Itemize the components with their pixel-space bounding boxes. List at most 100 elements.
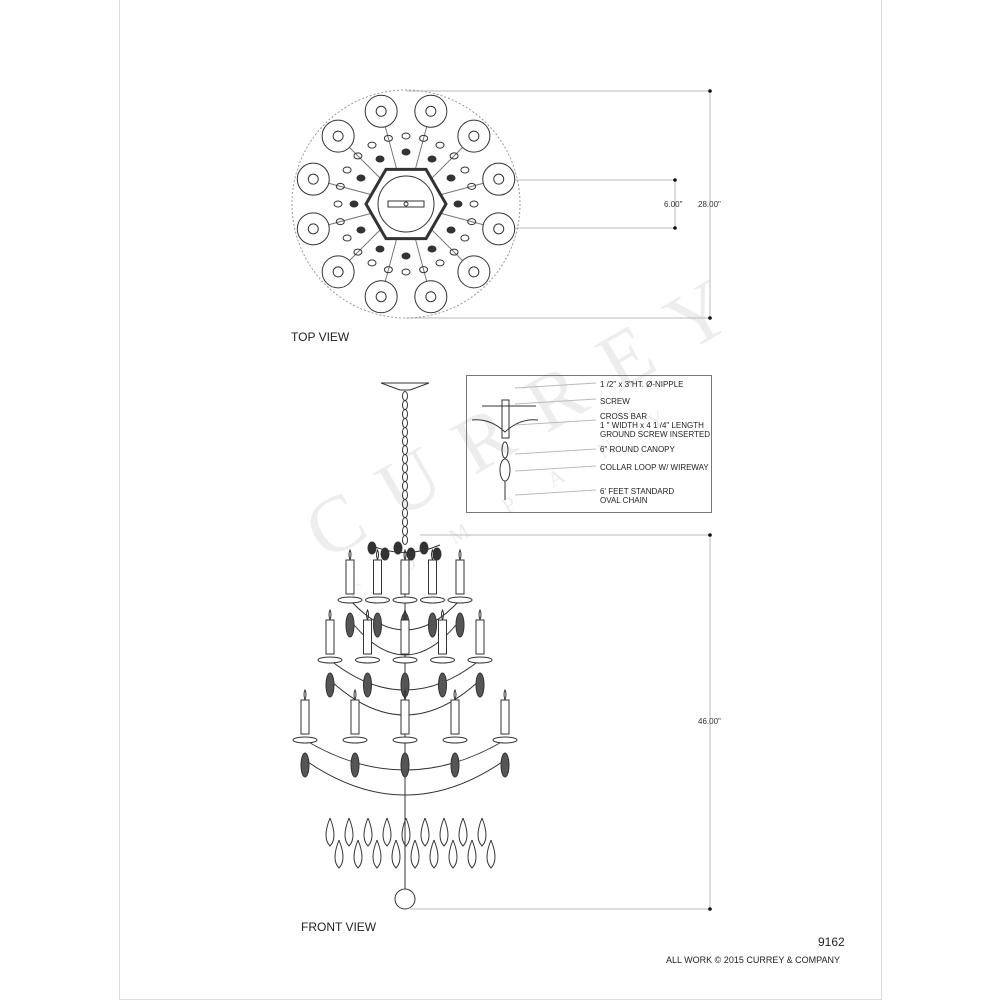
candle-flame xyxy=(353,688,357,701)
bobeche xyxy=(442,736,468,744)
teardrop-crystal xyxy=(429,839,439,869)
crystal xyxy=(375,245,385,253)
model-number: 9162 xyxy=(818,935,845,949)
candle xyxy=(400,619,410,655)
crystal xyxy=(446,226,456,234)
bead xyxy=(342,234,352,242)
candle xyxy=(450,699,460,735)
leader-line xyxy=(514,382,597,389)
chain-link xyxy=(402,535,408,545)
bobeche xyxy=(365,596,390,604)
bead xyxy=(335,218,345,226)
bead xyxy=(449,248,459,256)
collar-loop xyxy=(501,441,509,459)
bobeche xyxy=(467,656,493,664)
callout-collar-loop: COLLAR LOOP W/ WIREWAY xyxy=(600,463,709,472)
bobeche-disc xyxy=(321,119,355,153)
bobeche-disc xyxy=(482,162,516,196)
front-view-drawing xyxy=(292,382,518,910)
crystal xyxy=(356,174,366,182)
chain-link xyxy=(402,472,408,482)
candle-cup xyxy=(493,173,505,185)
crystal xyxy=(349,200,359,208)
teardrop-crystal xyxy=(372,839,382,869)
chain-link xyxy=(402,445,408,455)
bead xyxy=(342,166,352,174)
candle-flame xyxy=(403,688,407,701)
bobeche xyxy=(447,596,473,604)
bead xyxy=(460,166,470,174)
bead xyxy=(460,234,470,242)
bobeche xyxy=(492,736,518,744)
bobeche-disc xyxy=(321,255,355,289)
crystal xyxy=(427,245,437,253)
callout-canopy: 6" ROUND CANOPY xyxy=(600,445,675,454)
crystal-drop xyxy=(363,672,372,698)
crystal-drop xyxy=(400,752,410,778)
crystal xyxy=(446,174,456,182)
candle xyxy=(438,619,447,655)
canopy xyxy=(380,382,430,391)
bead xyxy=(435,259,445,267)
candle-cup xyxy=(375,105,387,117)
bead xyxy=(449,152,459,160)
crystal-drop xyxy=(373,612,382,638)
dim-inner: 6.00" xyxy=(664,200,683,209)
chain-link xyxy=(402,400,408,410)
candle-cup xyxy=(425,105,437,117)
candle xyxy=(300,699,310,735)
bead xyxy=(401,132,411,140)
crystal-drop xyxy=(455,612,465,638)
bobeche-disc xyxy=(457,255,491,289)
chain-link xyxy=(402,391,408,401)
candle xyxy=(373,559,382,595)
bead xyxy=(353,248,363,256)
teardrop-crystal xyxy=(382,817,392,847)
tier-swag xyxy=(304,759,506,796)
bead xyxy=(469,200,479,208)
crystal-drop xyxy=(350,752,360,778)
crystal xyxy=(453,200,463,208)
candle-flame xyxy=(431,548,434,561)
teardrop-crystal xyxy=(439,817,449,847)
teardrop-crystal xyxy=(363,817,373,847)
teardrop-crystal xyxy=(344,817,354,847)
crystal-drop xyxy=(438,672,447,698)
leader-line xyxy=(514,419,597,426)
teardrop-crystal xyxy=(410,839,420,869)
teardrop-crystal xyxy=(448,839,458,869)
teardrop-crystal xyxy=(334,839,344,869)
chain-link xyxy=(402,499,408,509)
bobeche-disc xyxy=(482,212,516,246)
canopy-detail-drawing xyxy=(471,382,597,500)
chain-link xyxy=(402,490,408,500)
bead xyxy=(383,266,393,274)
finial-ball xyxy=(394,888,416,910)
candle-cup xyxy=(332,130,344,142)
candle-cup xyxy=(468,130,480,142)
bobeche-disc xyxy=(364,94,398,128)
crystal xyxy=(375,155,385,163)
candle-flame xyxy=(376,548,379,561)
crown-swag xyxy=(369,544,441,553)
leader-line xyxy=(514,489,597,496)
bead xyxy=(367,259,377,267)
dim-height: 46.00" xyxy=(698,717,721,726)
candle-flame xyxy=(403,548,407,561)
candle-flame xyxy=(403,608,407,621)
candle-flame xyxy=(453,688,457,701)
bead xyxy=(467,218,477,226)
bobeche-disc xyxy=(364,280,398,314)
bead xyxy=(467,182,477,190)
bobeche xyxy=(355,656,380,664)
top-view-label: TOP VIEW xyxy=(291,330,350,344)
crystal-drop xyxy=(475,672,485,698)
teardrop-crystal xyxy=(486,839,496,869)
bobeche xyxy=(430,656,455,664)
bead xyxy=(419,266,429,274)
candle-flame xyxy=(348,548,352,561)
crystal-drop xyxy=(400,672,410,698)
bobeche xyxy=(420,596,445,604)
bead xyxy=(401,268,411,276)
